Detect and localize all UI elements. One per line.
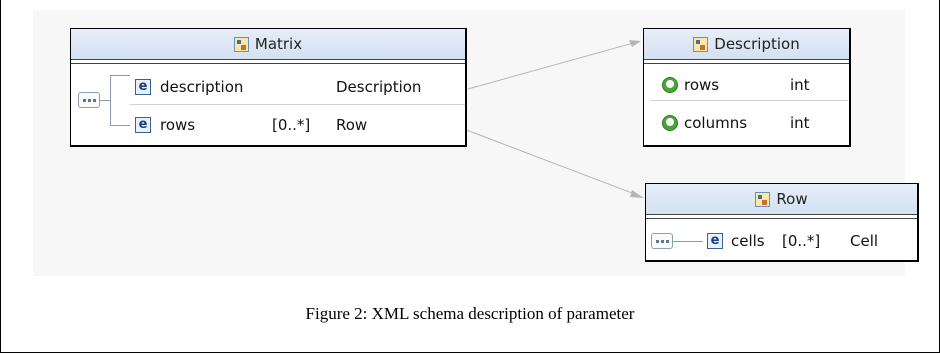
- row-row-cells-name[interactable]: cells: [731, 232, 765, 250]
- description-header: Description: [644, 29, 849, 60]
- connector-line: [100, 100, 110, 101]
- header-rule: [646, 215, 917, 219]
- link-description: [467, 41, 638, 90]
- header-rule: [71, 60, 465, 64]
- description-row-columns-name[interactable]: columns: [684, 114, 748, 132]
- matrix-row-rows-type[interactable]: Row: [336, 116, 368, 134]
- row-row-cells-type[interactable]: Cell: [850, 232, 879, 250]
- figure-caption: Figure 2: XML schema description of para…: [305, 304, 635, 323]
- row-header: Row: [646, 184, 917, 215]
- row-separator: [650, 100, 848, 101]
- connector-line: [110, 125, 130, 126]
- connector-line: [673, 241, 703, 242]
- complex-type-icon: [233, 36, 249, 52]
- matrix-box[interactable]: Matrix: [70, 28, 467, 147]
- matrix-row-description-name[interactable]: description: [160, 78, 244, 96]
- row-separator: [130, 104, 465, 105]
- complex-type-icon: [693, 36, 709, 52]
- sequence-icon[interactable]: [651, 233, 673, 249]
- complex-type-icon: [755, 191, 771, 207]
- matrix-title: Matrix: [254, 35, 303, 53]
- matrix-row-rows-multiplicity: [0..*]: [272, 116, 311, 134]
- link-row: [455, 125, 641, 197]
- header-rule: [644, 60, 849, 64]
- link-description-arrow: [629, 40, 641, 47]
- attribute-icon: [662, 77, 678, 93]
- row-box[interactable]: Row: [645, 183, 919, 262]
- description-row-rows-name[interactable]: rows: [684, 76, 720, 94]
- matrix-row-rows-name[interactable]: rows: [160, 116, 196, 134]
- link-row-arrow: [630, 190, 644, 198]
- sequence-icon[interactable]: [78, 92, 100, 108]
- element-icon: e: [135, 117, 151, 133]
- row-title: Row: [776, 190, 808, 208]
- attribute-icon: [662, 115, 678, 131]
- description-title: Description: [714, 35, 800, 53]
- matrix-row-description-type[interactable]: Description: [336, 78, 422, 96]
- description-row-columns-type: int: [790, 114, 810, 132]
- description-row-rows-type: int: [790, 76, 810, 94]
- element-icon: e: [707, 233, 723, 249]
- description-box[interactable]: Description: [643, 28, 851, 147]
- connector-line: [110, 75, 130, 76]
- element-icon: e: [135, 79, 151, 95]
- connector-line: [110, 75, 111, 126]
- row-row-cells-multiplicity: [0..*]: [782, 232, 821, 250]
- matrix-header: Matrix: [71, 29, 465, 60]
